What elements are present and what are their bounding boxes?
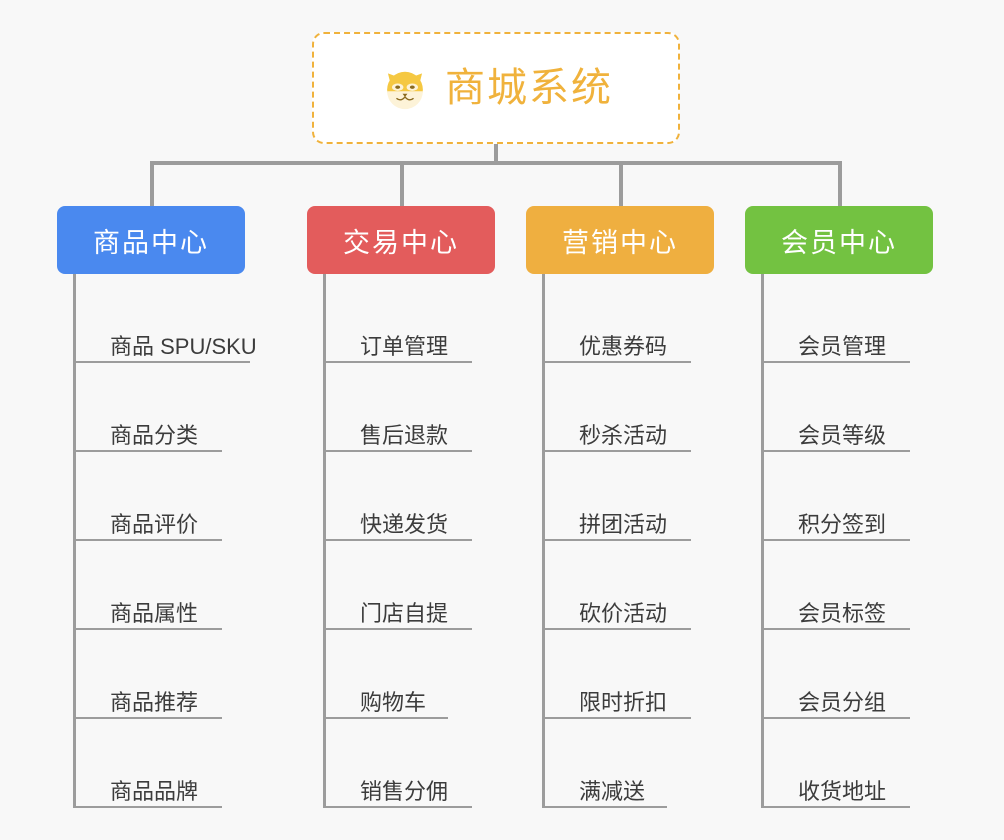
leaf-underline: [326, 361, 472, 363]
category-header-marketing[interactable]: 营销中心: [526, 206, 714, 274]
leaf-underline: [76, 539, 222, 541]
category-header-member[interactable]: 会员中心: [745, 206, 933, 274]
list-item[interactable]: 售后退款: [326, 363, 495, 452]
list-item[interactable]: 订单管理: [326, 274, 495, 363]
list-item[interactable]: 优惠券码: [545, 274, 714, 363]
list-item[interactable]: 砍价活动: [545, 541, 714, 630]
list-item[interactable]: 会员管理: [764, 274, 933, 363]
leaf-underline: [764, 539, 910, 541]
branch-column-4: 会员中心 会员管理 会员等级 积分签到 会员标签 会员分组: [745, 206, 933, 808]
leaf-underline: [76, 806, 222, 808]
leaf-label: 商品评价: [110, 511, 199, 537]
list-item[interactable]: 收货地址: [764, 719, 933, 808]
leaf-label: 积分签到: [798, 511, 887, 537]
list-item[interactable]: 会员分组: [764, 630, 933, 719]
leaf-underline: [76, 361, 250, 363]
leaf-underline: [326, 806, 472, 808]
leaf-underline: [545, 361, 691, 363]
list-item[interactable]: 积分签到: [764, 452, 933, 541]
leaf-label: 砍价活动: [579, 600, 668, 626]
leaf-underline: [326, 539, 472, 541]
list-item[interactable]: 限时折扣: [545, 630, 714, 719]
leaf-label: 拼团活动: [579, 511, 668, 537]
connector-drop-4: [838, 161, 842, 206]
leaf-underline: [545, 806, 667, 808]
leaf-label: 商品分类: [110, 422, 199, 448]
leaf-label: 满减送: [579, 778, 646, 804]
leaf-underline: [545, 450, 691, 452]
leaf-label: 销售分佣: [360, 778, 449, 804]
leaf-underline: [326, 450, 472, 452]
branch-column-3: 营销中心 优惠券码 秒杀活动 拼团活动 砍价活动 限时折扣: [526, 206, 714, 808]
leaf-label: 优惠券码: [579, 333, 668, 359]
leaf-underline: [764, 361, 910, 363]
leaf-label: 商品品牌: [110, 778, 199, 804]
leaf-label: 商品属性: [110, 600, 199, 626]
connector-drop-1: [150, 161, 154, 206]
leaf-label: 门店自提: [360, 600, 449, 626]
connector-drop-3: [619, 161, 623, 206]
leaf-underline: [764, 717, 910, 719]
list-item[interactable]: 会员标签: [764, 541, 933, 630]
leaf-label: 会员等级: [798, 422, 887, 448]
leaf-label: 会员标签: [798, 600, 887, 626]
leaf-label: 购物车: [360, 689, 427, 715]
leaf-label: 售后退款: [360, 422, 449, 448]
list-item[interactable]: 销售分佣: [326, 719, 495, 808]
leaf-label: 限时折扣: [579, 689, 668, 715]
root-title: 商城系统: [445, 66, 613, 110]
branch-column-2: 交易中心 订单管理 售后退款 快递发货 门店自提 购物车: [307, 206, 495, 808]
category-header-trade[interactable]: 交易中心: [307, 206, 495, 274]
list-item[interactable]: 商品推荐: [76, 630, 245, 719]
leaf-underline: [545, 539, 691, 541]
leaf-label: 秒杀活动: [579, 422, 668, 448]
list-item[interactable]: 秒杀活动: [545, 363, 714, 452]
connector-root-stem: [494, 144, 498, 164]
leaf-underline: [76, 628, 222, 630]
leaf-label: 订单管理: [360, 333, 449, 359]
list-item[interactable]: 拼团活动: [545, 452, 714, 541]
connector-horizontal-bus: [150, 161, 840, 165]
shiba-dog-face-icon: [379, 62, 431, 114]
branch-column-1: 商品中心 商品 SPU/SKU 商品分类 商品评价 商品属性 商品推荐: [57, 206, 257, 808]
leaf-underline: [545, 628, 691, 630]
list-item[interactable]: 商品品牌: [76, 719, 245, 808]
leaf-label: 收货地址: [798, 778, 887, 804]
category-header-product[interactable]: 商品中心: [57, 206, 245, 274]
leaf-label: 商品 SPU/SKU: [110, 333, 257, 359]
leaf-list-trade: 订单管理 售后退款 快递发货 门店自提 购物车 销售分佣: [323, 274, 495, 808]
list-item[interactable]: 商品分类: [76, 363, 245, 452]
leaf-underline: [76, 717, 222, 719]
leaf-label: 会员管理: [798, 333, 887, 359]
list-item[interactable]: 商品属性: [76, 541, 245, 630]
list-item[interactable]: 满减送: [545, 719, 714, 808]
leaf-underline: [764, 806, 910, 808]
list-item[interactable]: 会员等级: [764, 363, 933, 452]
leaf-label: 商品推荐: [110, 689, 199, 715]
leaf-underline: [76, 450, 222, 452]
leaf-label: 快递发货: [360, 511, 449, 537]
leaf-label: 会员分组: [798, 689, 887, 715]
list-item[interactable]: 商品 SPU/SKU: [76, 274, 257, 363]
leaf-underline: [764, 450, 910, 452]
root-node[interactable]: 商城系统: [312, 32, 680, 144]
leaf-underline: [764, 628, 910, 630]
list-item[interactable]: 快递发货: [326, 452, 495, 541]
leaf-list-member: 会员管理 会员等级 积分签到 会员标签 会员分组 收货地址: [761, 274, 933, 808]
leaf-list-product: 商品 SPU/SKU 商品分类 商品评价 商品属性 商品推荐 商品品牌: [73, 274, 257, 808]
leaf-underline: [326, 628, 472, 630]
list-item[interactable]: 门店自提: [326, 541, 495, 630]
leaf-list-marketing: 优惠券码 秒杀活动 拼团活动 砍价活动 限时折扣 满减送: [542, 274, 714, 808]
list-item[interactable]: 商品评价: [76, 452, 245, 541]
list-item[interactable]: 购物车: [326, 630, 495, 719]
connector-drop-2: [400, 161, 404, 206]
leaf-underline: [326, 717, 448, 719]
leaf-underline: [545, 717, 691, 719]
